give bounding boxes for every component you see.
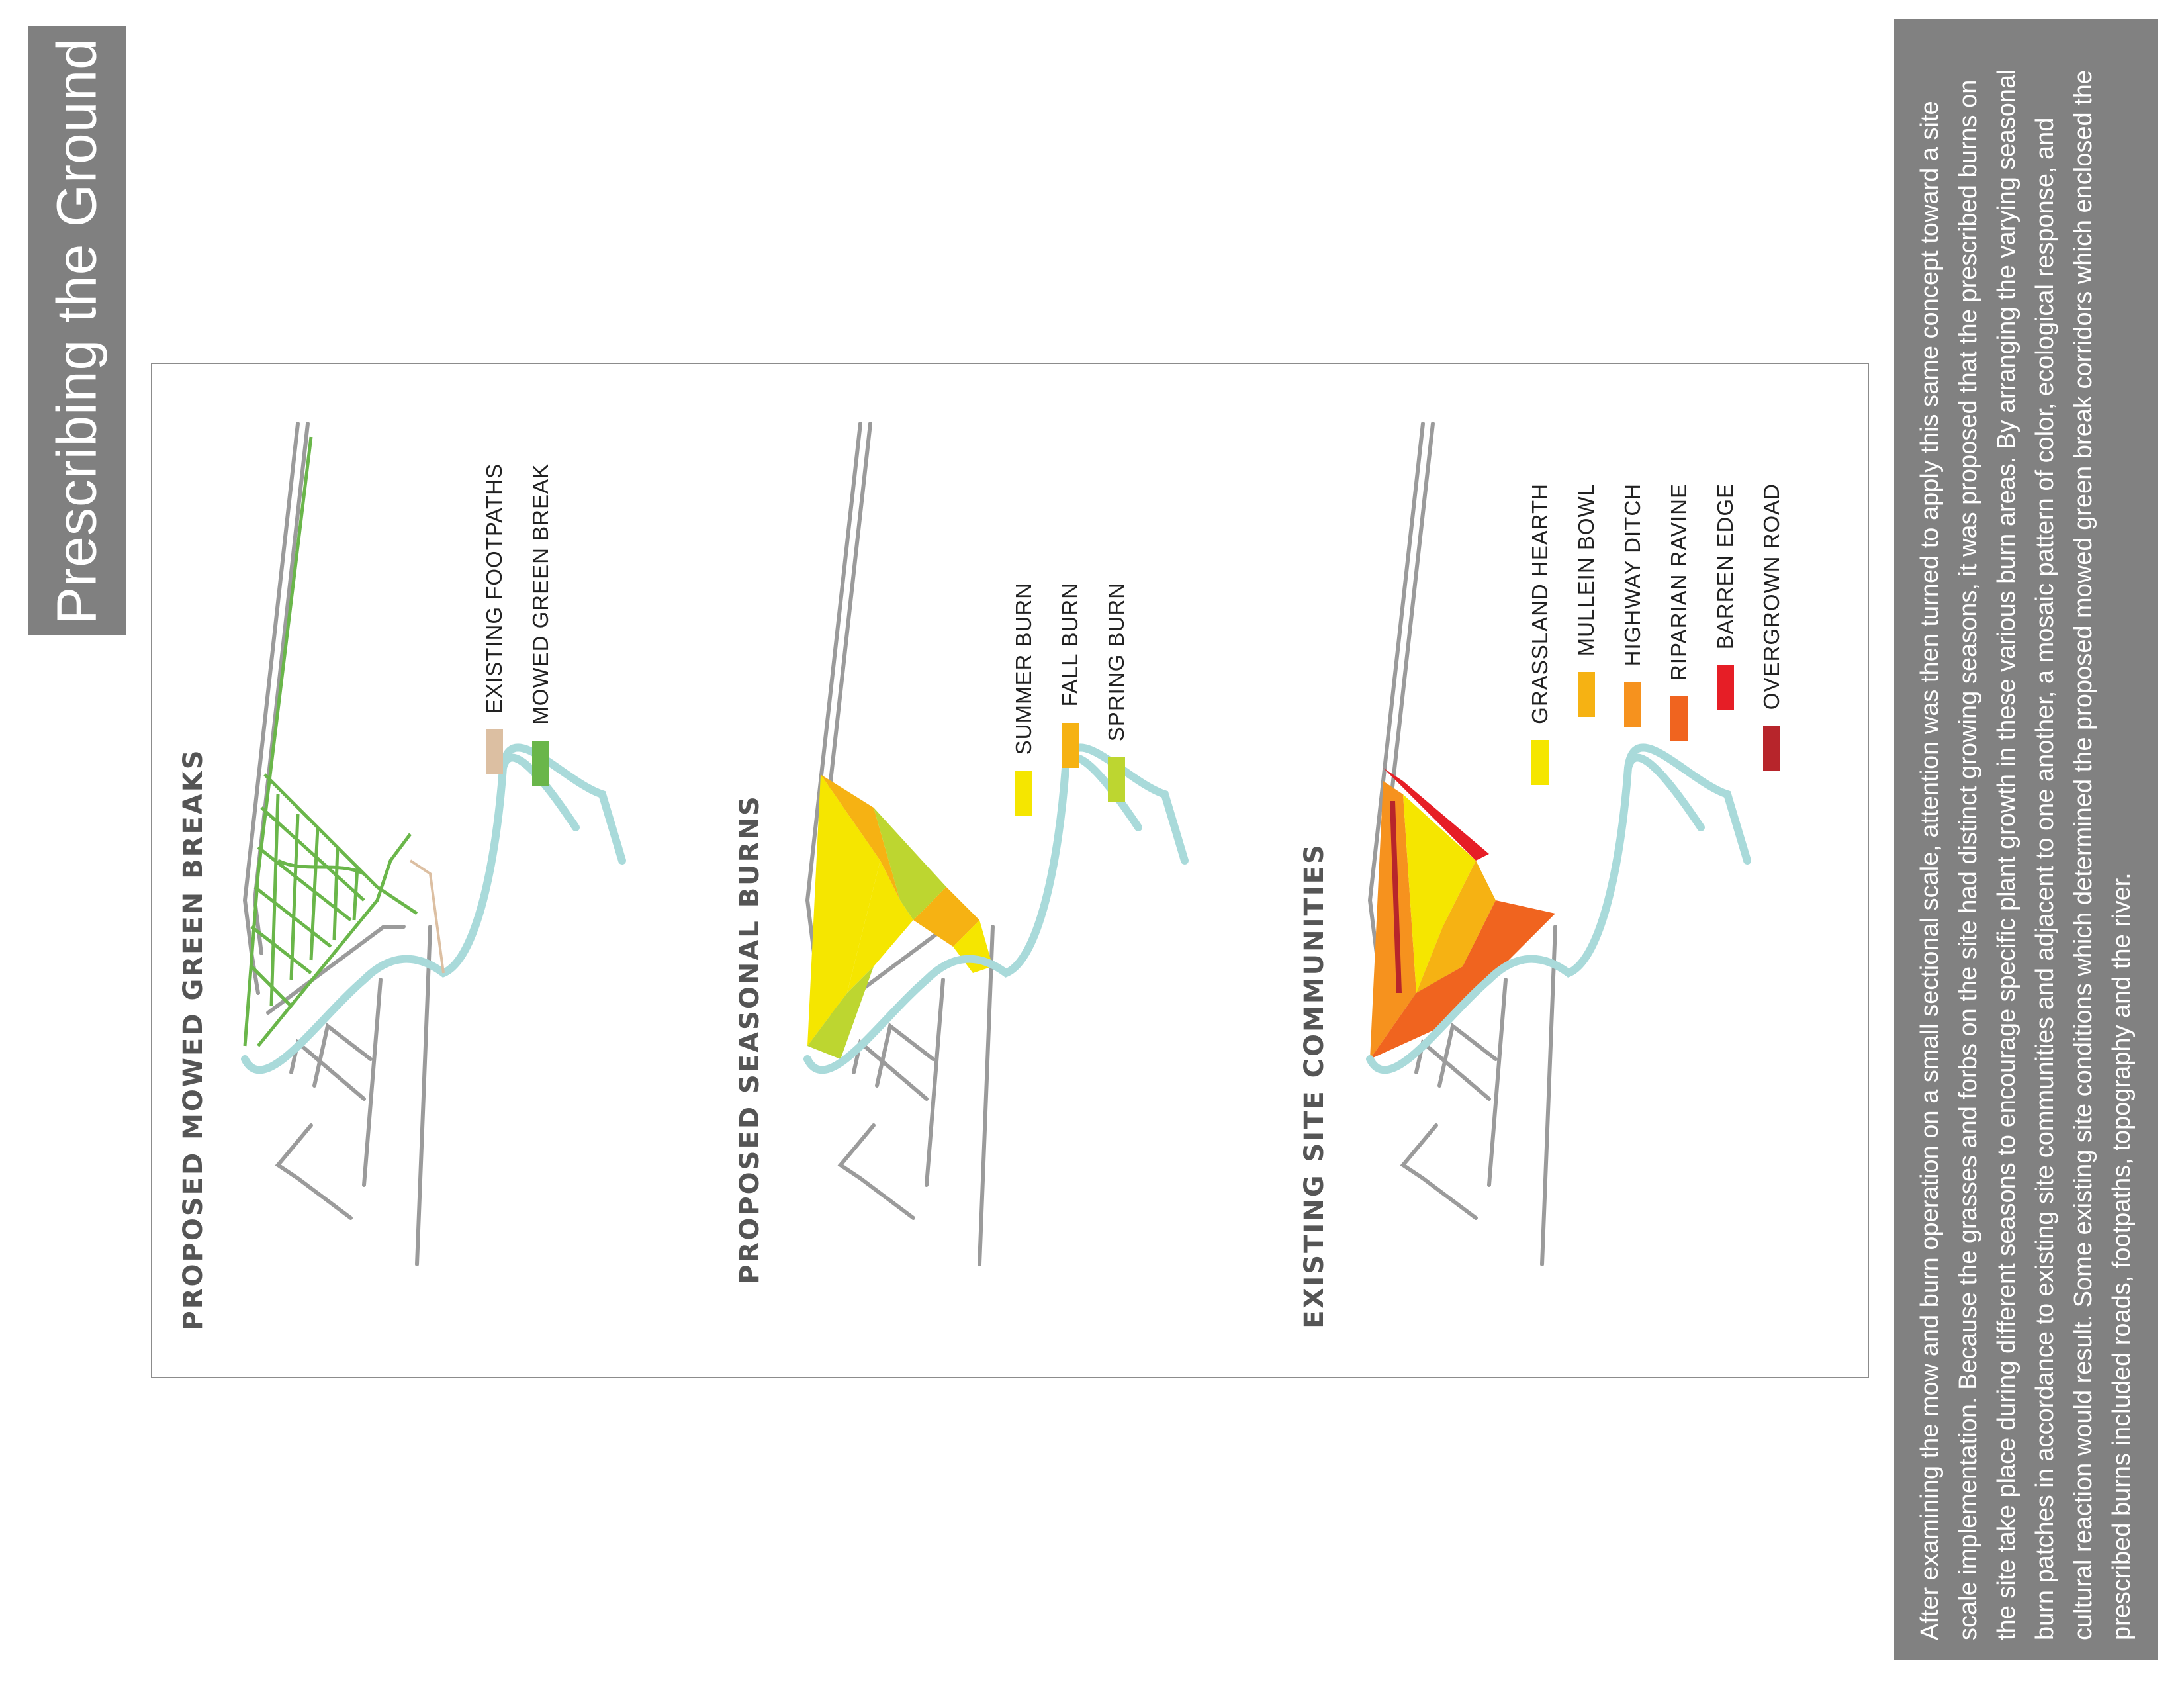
- community-patches: [1370, 768, 1555, 1059]
- highway-ditch-patch: [1370, 781, 1416, 1059]
- legend-swatch: [1062, 722, 1079, 768]
- title-box: Prescribing the Ground: [28, 26, 126, 635]
- summer-burn-patch: [847, 861, 913, 993]
- overgrown-road-patch: [1390, 801, 1402, 993]
- legend-riparian-ravine: RIPARIAN RAVINE: [1662, 483, 1696, 741]
- legend-label: OVERGROWN ROAD: [1759, 483, 1784, 710]
- river: [241, 743, 626, 1074]
- spring-burn-patch: [807, 966, 874, 1059]
- description-text: After examining the mow and burn operati…: [1916, 69, 2136, 1640]
- legend-swatch: [1763, 726, 1780, 771]
- legend-label: GRASSLAND HEARTH: [1527, 483, 1552, 724]
- legend-label: MULLEIN BOWL: [1574, 483, 1598, 657]
- legend-swatch: [1015, 771, 1032, 816]
- page-title: Prescribing the Ground: [45, 38, 108, 624]
- fall-burn-patch: [913, 887, 979, 947]
- legend-overgrown-road: OVERGROWN ROAD: [1755, 483, 1788, 771]
- spring-burn-patch: [874, 808, 946, 920]
- site-map-site-communities: [1366, 422, 1751, 1266]
- mowed-green-break-lines: [243, 436, 418, 1047]
- burn-patches: [807, 774, 993, 1059]
- maps-frame: [151, 363, 1869, 1378]
- legend-mowed-green-break: MOWED GREEN BREAK: [524, 463, 557, 786]
- footpath: [409, 859, 445, 974]
- description-box: After examining the mow and burn operati…: [1894, 19, 2158, 1660]
- legend-swatch: [1531, 739, 1549, 785]
- legend-fall-burn: FALL BURN: [1054, 583, 1087, 768]
- legend-label: MOWED GREEN BREAK: [528, 463, 553, 725]
- legend-footpaths: EXISTING FOOTPATHS: [478, 463, 511, 774]
- legend-mullein-bowl: MULLEIN BOWL: [1570, 483, 1603, 718]
- roads: [242, 422, 432, 1266]
- legend-label: FALL BURN: [1058, 583, 1082, 707]
- legend-label: BARREN EDGE: [1713, 483, 1737, 650]
- grassland-hearth-patch: [1403, 794, 1476, 993]
- legend-spring-burn: SPRING BURN: [1100, 583, 1133, 803]
- mullein-bowl-patch: [1416, 861, 1496, 993]
- legend-summer-burn: SUMMER BURN: [1007, 583, 1040, 816]
- riparian-ravine-patch: [1370, 900, 1555, 1059]
- legend-label: RIPARIAN RAVINE: [1666, 483, 1691, 680]
- legend-swatch: [486, 729, 503, 774]
- legend-swatch: [1578, 672, 1595, 718]
- legend-label: SUMMER BURN: [1011, 583, 1036, 755]
- legend-swatch: [1670, 696, 1688, 741]
- legend-swatch: [532, 740, 549, 786]
- barren-edge-patch: [1383, 768, 1489, 861]
- legend-label: SPRING BURN: [1104, 583, 1128, 742]
- summer-burn-patch: [807, 774, 880, 1046]
- legend-grassland-hearth: GRASSLAND HEARTH: [1524, 483, 1557, 785]
- legend-barren-edge: BARREN EDGE: [1709, 483, 1742, 711]
- site-map-mowed-green-breaks: [241, 422, 626, 1266]
- legend-swatch: [1624, 682, 1641, 727]
- legend-swatch: [1108, 757, 1125, 803]
- legend-label: EXISTING FOOTPATHS: [482, 463, 506, 714]
- site-map-seasonal-burns: [803, 422, 1189, 1266]
- legend-swatch: [1717, 665, 1734, 711]
- legend-highway-ditch: HIGHWAY DITCH: [1616, 483, 1649, 727]
- fall-burn-patch: [821, 774, 900, 900]
- river: [1366, 743, 1751, 1074]
- panel-title-mowed-green-breaks: PROPOSED MOWED GREEN BREAKS: [178, 748, 208, 1331]
- legend-label: HIGHWAY DITCH: [1620, 483, 1645, 667]
